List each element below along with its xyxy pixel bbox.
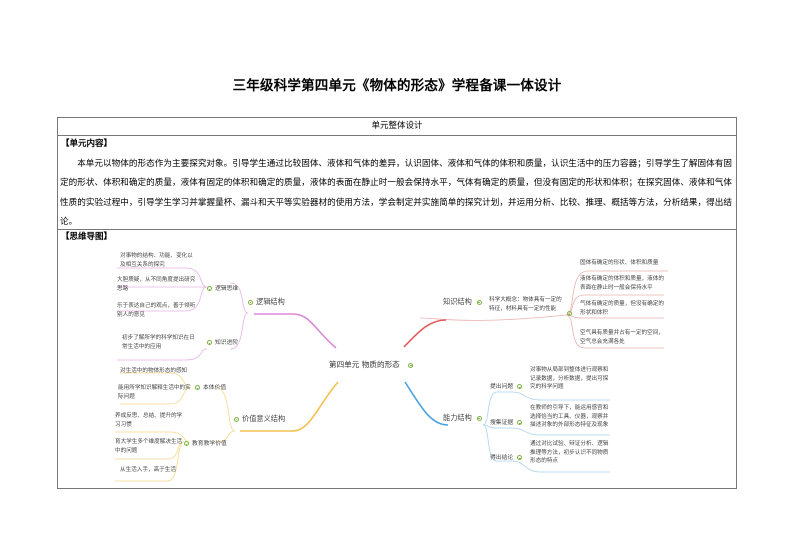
leaf-node[interactable]: 通过对比试验、辩证分析、逻辑推理等方法，初步认识不同物质形态的特点 <box>530 441 609 464</box>
sub-collect-evidence[interactable]: 搜集证据 <box>490 417 525 426</box>
sub-label: 提出问题 <box>490 384 514 390</box>
mindmap-center-node[interactable]: 第四单元 物质的形态 <box>329 359 416 370</box>
leaf-node[interactable]: 能用所学知识解释生活中的实际问题 <box>118 385 191 400</box>
sub-label: 本体价值 <box>203 385 227 391</box>
collapse-toggle-icon[interactable] <box>476 415 482 421</box>
branch-ability-structure[interactable]: 能力结构 <box>443 413 485 423</box>
collapse-toggle-icon[interactable] <box>517 420 523 425</box>
collapse-toggle-icon[interactable] <box>184 441 189 446</box>
collapse-toggle-icon[interactable] <box>207 340 212 345</box>
collapse-toggle-icon[interactable] <box>195 385 200 390</box>
leaf-node[interactable]: 液体有确定的体积和质量，液体的表面在静止时一般会保持水平 <box>580 276 664 291</box>
unit-content-text: 本单元以物体的形态作为主要探究对象。引导学生通过比较固体、液体和气体的差异，认识… <box>60 159 732 227</box>
document-title: 三年级科学第四单元《物体的形态》学程备课一体设计 <box>232 78 562 94</box>
collapse-toggle-icon[interactable] <box>517 384 523 389</box>
leaf-node[interactable]: 在教师的引导下，能运用感官和选择恰当的工具、仪器，观察并描述对象的外部形态特征及… <box>530 405 609 428</box>
table-header: 单元整体设计 <box>58 118 736 136</box>
leaf-node[interactable]: 从生活入手，高于生活 <box>120 467 176 473</box>
leaf-node[interactable]: 对事物从局部到整体进行观察和记录数据，分析数据，提出可探究的科学问题 <box>530 367 609 390</box>
sub-educational-value[interactable]: 教育教学价值 <box>184 438 227 447</box>
leaf-node[interactable]: 对事物的结构、功能、变化以及相互关系的探究 <box>120 253 193 268</box>
mindmap-label: 【思维导图】 <box>61 232 113 242</box>
collapse-toggle-icon[interactable] <box>476 299 482 305</box>
sub-label: 搜集证据 <box>490 420 514 426</box>
leaf-node[interactable]: 大胆质疑，从不同角度提出研究思路 <box>117 277 196 292</box>
collapse-toggle-icon[interactable] <box>248 299 253 305</box>
collapse-toggle-icon[interactable] <box>567 311 572 316</box>
leaf-node[interactable]: 乐于表达自己的观点，善于倾听别人的意见 <box>117 303 196 318</box>
branch-label: 能力结构 <box>443 413 472 422</box>
sub-intrinsic-value[interactable]: 本体价值 <box>195 382 226 391</box>
leaf-node[interactable]: 养成反思、总结、提升的学习习惯 <box>115 413 183 428</box>
branch-label: 知识结构 <box>443 297 472 306</box>
sub-knowledge-advance[interactable]: 知识进阶 <box>207 337 238 346</box>
leaf-node[interactable]: 初步了解所学的科学知识在日常生活中的应用 <box>122 335 195 350</box>
big-concept-node[interactable]: 科学大概念：物体具有一定的特征，材料具有一定的性能 <box>489 297 562 312</box>
sub-label: 教育教学价值 <box>192 441 227 447</box>
sub-label: 知识进阶 <box>215 340 239 346</box>
sub-ask-question[interactable]: 提出问题 <box>490 381 525 390</box>
leaf-node[interactable]: 育大学生多个维度解决生活中的问题 <box>115 439 183 454</box>
unit-design-table: 单元整体设计 【单元内容】 本单元以物体的形态作为主要探究对象。引导学生通过比较… <box>57 117 737 489</box>
sub-draw-conclusion[interactable]: 得出结论 <box>490 452 525 461</box>
branch-label: 价值意义结构 <box>242 414 286 423</box>
center-node-label: 第四单元 物质的形态 <box>329 360 400 369</box>
leaf-node[interactable]: 固体有确定的形状、体积和质量 <box>580 260 659 266</box>
branch-logic-structure[interactable]: 逻辑结构 <box>248 297 285 307</box>
leaf-node[interactable]: 空气具有质量并占有一定的空间，空气总会充满各处 <box>580 330 664 345</box>
branch-value-structure[interactable]: 价值意义结构 <box>234 414 285 424</box>
table-divider <box>58 229 736 230</box>
collapse-toggle-icon[interactable] <box>207 286 212 291</box>
collapse-toggle-icon[interactable] <box>408 362 414 368</box>
unit-content-label: 【单元内容】 <box>61 139 113 149</box>
sub-label: 逻辑思维 <box>215 286 239 292</box>
collapse-toggle-icon[interactable] <box>234 416 239 422</box>
branch-knowledge-structure[interactable]: 知识结构 <box>443 297 485 307</box>
branch-label: 逻辑结构 <box>256 297 285 306</box>
sub-label: 得出结论 <box>490 455 514 461</box>
collapse-toggle-icon[interactable] <box>517 455 523 460</box>
leaf-node[interactable]: 对生活中的物体形态的感知 <box>120 368 188 374</box>
leaf-node[interactable]: 气体有确定的质量，但没有确定的形状和体积 <box>580 301 664 316</box>
sub-logic-thinking[interactable]: 逻辑思维 <box>207 283 238 292</box>
